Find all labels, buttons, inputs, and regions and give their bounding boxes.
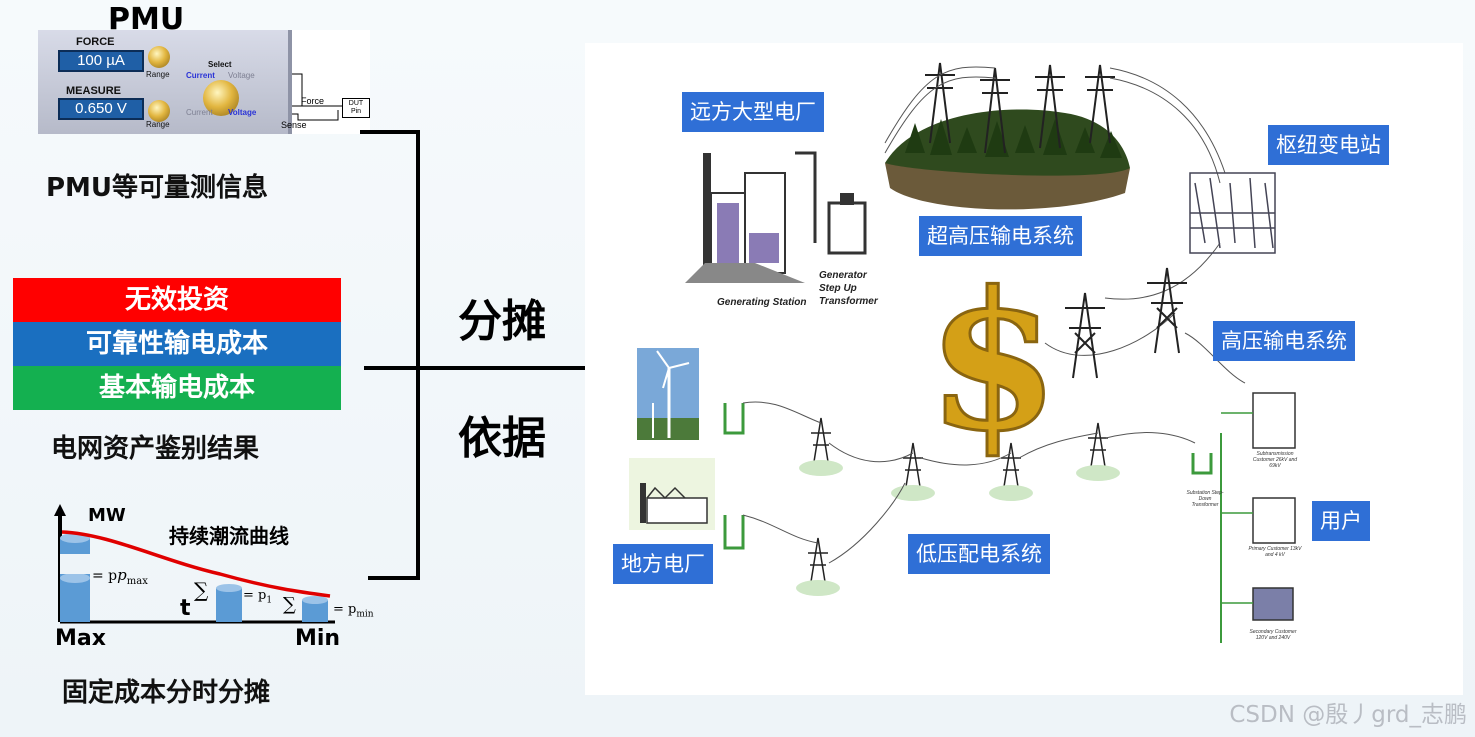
local-plant-icon	[629, 458, 715, 530]
invalid-investment-band: 无效投资	[13, 278, 341, 322]
force-voltage-option: Voltage	[228, 71, 255, 80]
pmin-formula: = pmin	[333, 602, 374, 620]
reliability-cost-band: 可靠性输电成本	[13, 322, 341, 366]
generating-station-label: Generating Station	[717, 297, 807, 308]
pmu-wiring-icon	[292, 73, 362, 121]
t-axis-label: t	[180, 596, 191, 621]
pmu-caption: PMU等可量测信息	[46, 173, 269, 203]
asset-identification-caption: 电网资产鉴别结果	[51, 434, 260, 464]
dollar-sign-icon: $	[926, 249, 1061, 475]
pmu-front-panel: FORCE 100 µA MEASURE 0.650 V Range Range…	[38, 30, 292, 134]
force-current-option: Current	[186, 71, 215, 80]
primary-customer-label: Primary Customer 13kV and 4 kV	[1248, 546, 1302, 558]
secondary-customer-label: Secondary Customer 120V and 240V	[1249, 629, 1297, 641]
hv-system-tag: 高压输电系统	[1213, 321, 1355, 361]
basis-label: 依据	[458, 413, 546, 464]
power-system-diagram: $	[585, 43, 1463, 695]
user-tag: 用户	[1312, 501, 1370, 541]
min-label: Min	[295, 626, 341, 651]
ehv-system-tag: 超高压输电系统	[919, 216, 1082, 256]
measure-range-label: Range	[146, 120, 170, 129]
svg-text:$: $	[927, 250, 1059, 473]
ehv-towers-icon	[925, 62, 1115, 154]
pmu-measure-label: MEASURE	[66, 85, 122, 97]
pmu-force-label: FORCE	[76, 36, 115, 48]
pmu-force-display: 100 µA	[58, 50, 144, 72]
pmu-instrument-image: FORCE 100 µA MEASURE 0.650 V Range Range…	[38, 30, 370, 134]
grouping-bracket	[360, 130, 586, 580]
p1-formula: = p1	[243, 588, 273, 606]
basic-cost-band: 基本输电成本	[13, 366, 341, 410]
allocate-label: 分摊	[458, 296, 546, 347]
generator-transformer-label: Generator Step Up Transformer	[819, 270, 878, 307]
load-duration-curve-graphic	[54, 504, 335, 624]
watermark: CSDN @殷丿grd_志鹏	[1229, 702, 1467, 728]
select-knob-icon	[203, 80, 239, 116]
mw-axis-label: MW	[88, 505, 126, 526]
wind-turbine-icon	[637, 348, 699, 440]
pmu-measure-display: 0.650 V	[58, 98, 144, 120]
hub-substation-tag: 枢纽变电站	[1268, 125, 1389, 165]
measure-voltage-option: Voltage	[228, 108, 257, 117]
diagram-artwork: $	[629, 62, 1296, 643]
dut-pin-label: DUT Pin	[342, 98, 370, 118]
measure-range-knob-icon	[148, 100, 170, 122]
distribution-lines	[742, 401, 1196, 564]
forest-hill-icon	[885, 109, 1130, 210]
tower-shrubs	[796, 460, 1120, 596]
lv-system-tag: 低压配电系统	[908, 534, 1050, 574]
generating-station-icon	[685, 151, 817, 283]
duration-curve-title: 持续潮流曲线	[169, 524, 289, 548]
pmax-formula: = ppmax	[92, 566, 148, 587]
force-pin-label: Force	[301, 96, 325, 106]
distribution-towers	[808, 417, 1108, 589]
generator-transformer-icon	[827, 193, 867, 255]
hv-tower-icon-1	[1065, 292, 1105, 379]
force-range-label: Range	[146, 70, 170, 79]
substation-label: Substation Step-Down Transformer	[1186, 490, 1224, 508]
p1-sum-symbol: ∑	[194, 578, 209, 602]
pmin-sum-symbol: ∑	[283, 594, 296, 615]
force-range-knob-icon	[148, 46, 170, 68]
local-plant-tag: 地方电厂	[613, 544, 713, 584]
remote-plant-tag: 远方大型电厂	[682, 92, 824, 132]
p1-cylinder-icon	[216, 584, 242, 622]
hub-substation-icon	[1189, 172, 1276, 254]
time-allocation-caption: 固定成本分时分摊	[62, 678, 271, 708]
subtransmission-customer-label: Subtransmission Customer 26kV and 69kV	[1252, 451, 1298, 469]
max-label: Max	[55, 626, 106, 651]
sense-pin-label: Sense	[281, 120, 307, 130]
pmin-cylinder-icon	[302, 596, 328, 622]
distribution-transformers	[723, 403, 1213, 550]
hv-tower-icon-2	[1147, 267, 1187, 354]
customer-buildings-icon	[1220, 392, 1296, 643]
select-label: Select	[208, 60, 232, 69]
measure-current-option: Current	[186, 108, 213, 117]
pmax-cylinder-icon	[60, 533, 90, 622]
